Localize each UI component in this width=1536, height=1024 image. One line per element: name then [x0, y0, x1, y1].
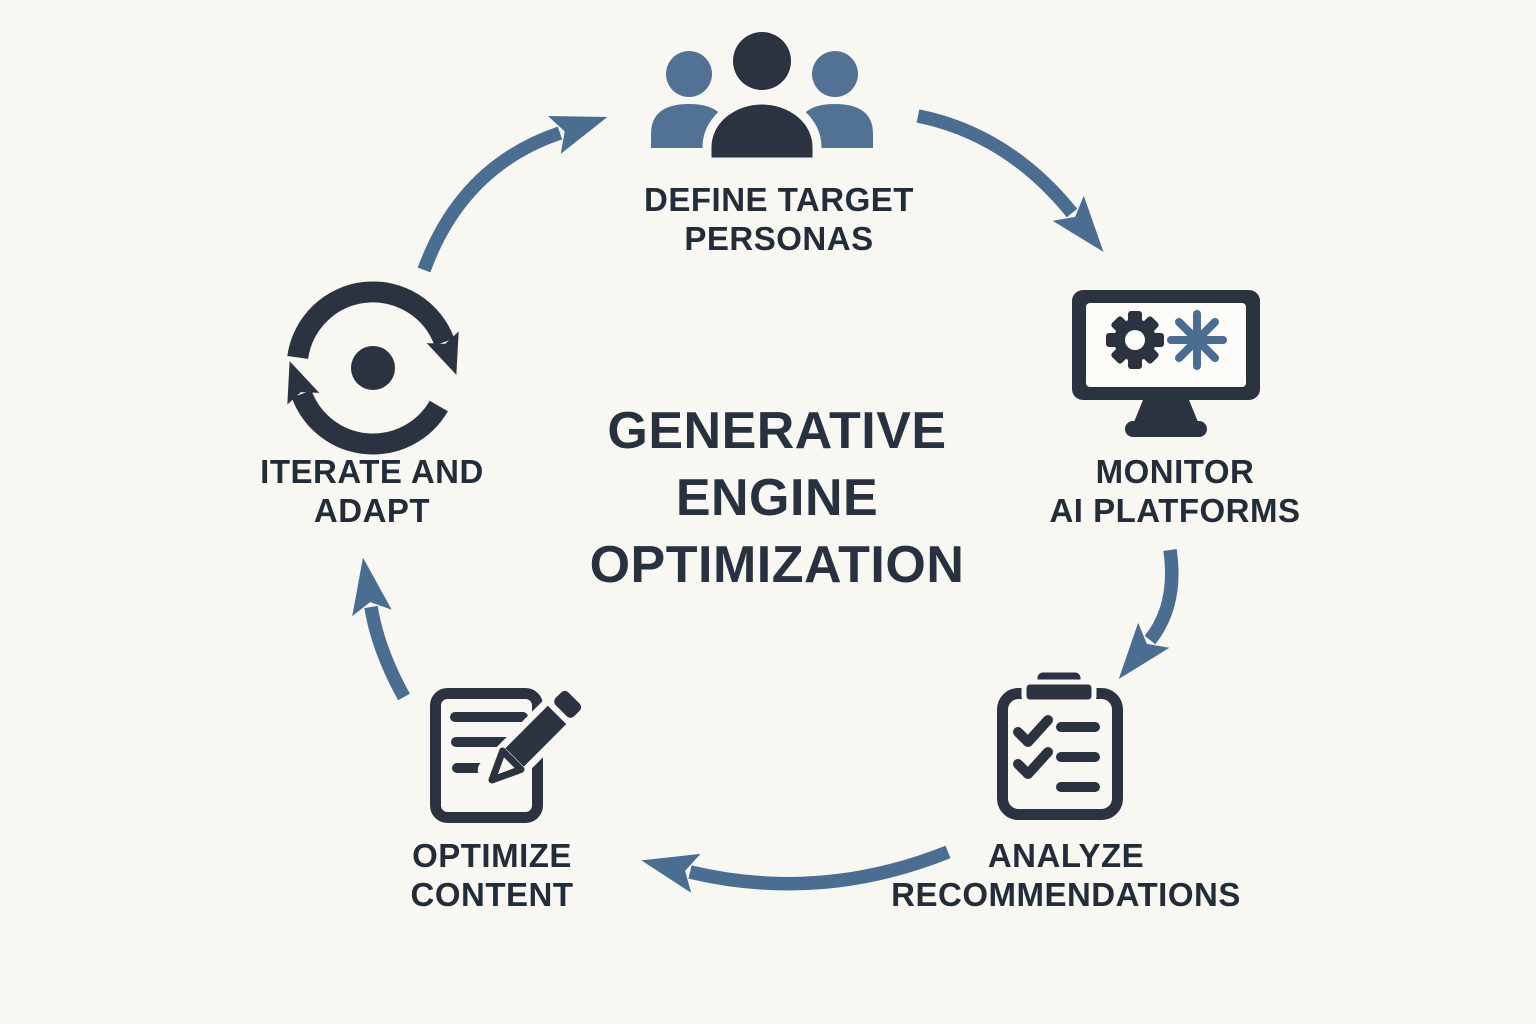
step-analyze-recommendations [995, 668, 1125, 824]
page-title: GENERATIVE ENGINE OPTIMIZATION [477, 398, 1077, 599]
ai-spark-icon [1167, 310, 1227, 370]
team-people-icon [651, 32, 873, 164]
cycle-arrows-icon [287, 281, 459, 455]
step-optimize-content [420, 680, 600, 832]
arrow-analyze-to-optimize [641, 845, 951, 893]
checklist-clipboard-icon [997, 668, 1123, 820]
step-iterate-and-adapt [277, 270, 469, 462]
title-line-3: OPTIMIZATION [589, 536, 965, 594]
arrow-personas-to-monitor [916, 109, 1104, 252]
arrow-optimize-to-iterate [352, 557, 410, 701]
arrow-monitor-to-analyze [1118, 549, 1179, 680]
step-monitor-ai-platforms [1072, 288, 1262, 440]
step-define-target-personas [651, 32, 873, 164]
title-line-1: GENERATIVE [607, 402, 947, 460]
label-analyze-recommendations: ANALYZE RECOMMENDATIONS [891, 837, 1241, 913]
gear-icon [1106, 311, 1164, 369]
check-icon [1013, 747, 1053, 779]
monitor-gear-spark-icon [1072, 290, 1260, 437]
label-iterate-and-adapt: ITERATE AND ADAPT [260, 453, 484, 529]
title-line-2: ENGINE [675, 469, 879, 527]
label-monitor-ai-platforms: MONITOR AI PLATFORMS [1049, 453, 1301, 529]
label-optimize-content: OPTIMIZE CONTENT [410, 837, 574, 913]
label-define-target-personas: DEFINE TARGET PERSONAS [644, 181, 914, 257]
arrow-iterate-to-personas [417, 115, 608, 273]
pencil-icon [477, 683, 589, 795]
edit-document-pencil-icon [430, 683, 589, 823]
check-icon [1013, 715, 1053, 747]
